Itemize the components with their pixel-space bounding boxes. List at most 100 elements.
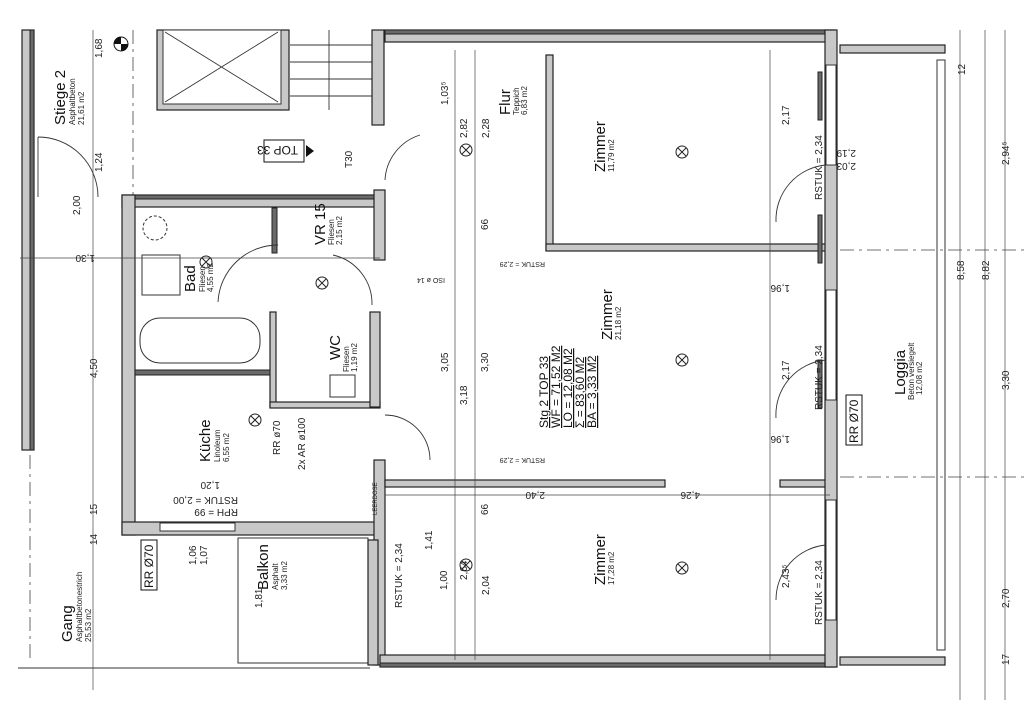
door-swing <box>37 136 99 198</box>
dimension-label: 2,28 <box>481 118 492 138</box>
wall-core <box>379 662 836 668</box>
rr-box <box>140 539 158 591</box>
dimension-label: 1,96 <box>770 282 790 293</box>
room-bad: Bad Fliesen 4,55 m2 <box>182 263 215 292</box>
wall-zimmer1-bottom <box>545 243 829 252</box>
room-floor: Beton versiegelt <box>907 342 916 400</box>
room-area: 21,18 m2 <box>614 306 623 340</box>
wall-flur-zimmer <box>545 54 554 251</box>
stair-treads <box>290 30 372 110</box>
dimension-label: 1,96 <box>770 433 790 444</box>
dimension-label: 17 <box>1001 653 1012 665</box>
wall-entry <box>373 189 386 261</box>
wall-core <box>384 29 836 35</box>
room-kueche: Küche Linoleum 6,55 m2 <box>197 419 231 462</box>
room-name: Zimmer <box>599 289 616 340</box>
room-area: 4,55 m2 <box>206 263 215 292</box>
room-name: Gang <box>59 605 76 642</box>
dimension-label: 2,43⁵ <box>781 564 792 588</box>
dimension-label: 3,30 <box>480 352 491 372</box>
dimension-label: 2,70 <box>1001 588 1012 608</box>
dimension-label: 3,05 <box>440 352 451 372</box>
dimension-label: 3,30 <box>1001 370 1012 390</box>
wall-loggia-top <box>839 44 946 54</box>
dimension-label: 1,30 <box>75 252 95 263</box>
room-zimmer-2: Zimmer 21,18 m2 <box>599 289 623 340</box>
room-name: Küche <box>197 419 214 462</box>
wall-left-core <box>29 29 35 451</box>
room-floor: Linoleum <box>213 429 222 462</box>
room-name: Zimmer <box>592 121 609 172</box>
iso-label: ISO ø 14 <box>417 276 445 283</box>
dimension-label: 4,26 <box>680 489 700 500</box>
room-floor: Asphaltbeton <box>68 78 77 125</box>
rstuk-label: RSTUK = 2,34 <box>814 135 825 200</box>
rr-label: RR Ø70 <box>142 544 156 588</box>
dimension-label: 2,40 <box>525 489 545 500</box>
dimension-label: 1,41 <box>424 530 435 550</box>
leerdose-label: LEERDOSE <box>373 482 379 515</box>
dimension-label: 2,17 <box>781 105 792 125</box>
dimension-label: 2,00 <box>72 195 83 215</box>
wall-wc-right <box>369 311 381 408</box>
door-swing <box>217 244 279 303</box>
door-swing <box>775 544 827 601</box>
dimension-label: 14 <box>89 533 100 545</box>
room-balkon: Balkon Asphalt 3,33 m2 <box>255 544 289 590</box>
dimension-label: 15 <box>89 503 100 515</box>
room-vr: VR 15 Fliesen 2,15 m2 <box>312 203 344 245</box>
dimension-label: 66 <box>480 503 491 515</box>
room-floor: Fliesen <box>198 266 207 292</box>
kueche-window <box>159 522 236 532</box>
dimension-labels: 4,50 1,30 8,58 8,82 3,30 2,94⁵ 2,70 2,17… <box>72 38 1012 665</box>
rstuk-label: RSTUK = 2,00 <box>173 494 238 505</box>
rr-box <box>845 394 863 446</box>
wall-left-bad-kueche <box>121 194 136 536</box>
rstuk-label: RSTUK = 2,34 <box>394 543 405 608</box>
room-area: 2,15 m2 <box>335 216 344 245</box>
dimension-label: 1,00 <box>439 570 450 590</box>
room-name: WC <box>327 335 344 360</box>
door-swing <box>775 164 827 223</box>
room-area: 1,19 m2 <box>350 343 359 372</box>
shower-tray <box>141 254 181 296</box>
dimension-label: 12 <box>957 63 968 75</box>
area-summary: Stg 2 TOP 33 WF = 71,52 M2 LO = 12,08 M2… <box>537 345 599 428</box>
room-floor: Teppich <box>512 87 521 115</box>
ceiling-light-icons <box>199 143 689 575</box>
dimension-label: 4,50 <box>89 358 100 378</box>
room-area: 17,28 m2 <box>607 551 616 585</box>
level-marker-fill <box>114 37 128 51</box>
room-gang: Gang Asphaltbetonestrich 25,53 m2 <box>59 572 93 642</box>
door-swing <box>775 359 827 419</box>
windows <box>817 64 837 621</box>
wall-wc-bottom <box>269 401 381 409</box>
summary-line: BA = 3,33 M2 <box>585 355 599 428</box>
wall-stair-right <box>371 29 385 126</box>
toilet <box>329 374 356 398</box>
dimension-label: 1,06 <box>188 545 199 565</box>
dimension-label: 2,94⁵ <box>1001 141 1012 165</box>
door-swing <box>384 134 421 181</box>
dimension-label: 2,19 <box>836 147 856 158</box>
room-area: 11,79 m2 <box>607 139 616 172</box>
dimension-label: 2,04 <box>481 575 492 595</box>
wall-zimmer2-bottom <box>779 479 829 488</box>
room-name: VR 15 <box>312 203 329 245</box>
dimension-label: 2,82 <box>459 118 470 138</box>
room-area: 6,55 m2 <box>222 433 231 462</box>
wall-zimmer2-bottom <box>384 479 666 488</box>
summary-line: WF = 71,52 M2 <box>549 345 563 428</box>
room-floor: Fliesen <box>342 346 351 372</box>
room-floor: Fliesen <box>327 219 336 245</box>
room-zimmer-1: Zimmer 11,79 m2 <box>592 121 616 172</box>
wall-wc-left <box>269 311 277 408</box>
wall-core <box>121 194 385 200</box>
dimension-label: 8,58 <box>956 260 967 280</box>
dimension-label: 1,03⁵ <box>440 81 451 105</box>
rph-label: RPH = 99 <box>194 506 238 517</box>
loggia-railing <box>936 59 946 651</box>
wall-bad-kueche <box>134 369 271 376</box>
room-area: 25,53 m2 <box>84 608 93 642</box>
